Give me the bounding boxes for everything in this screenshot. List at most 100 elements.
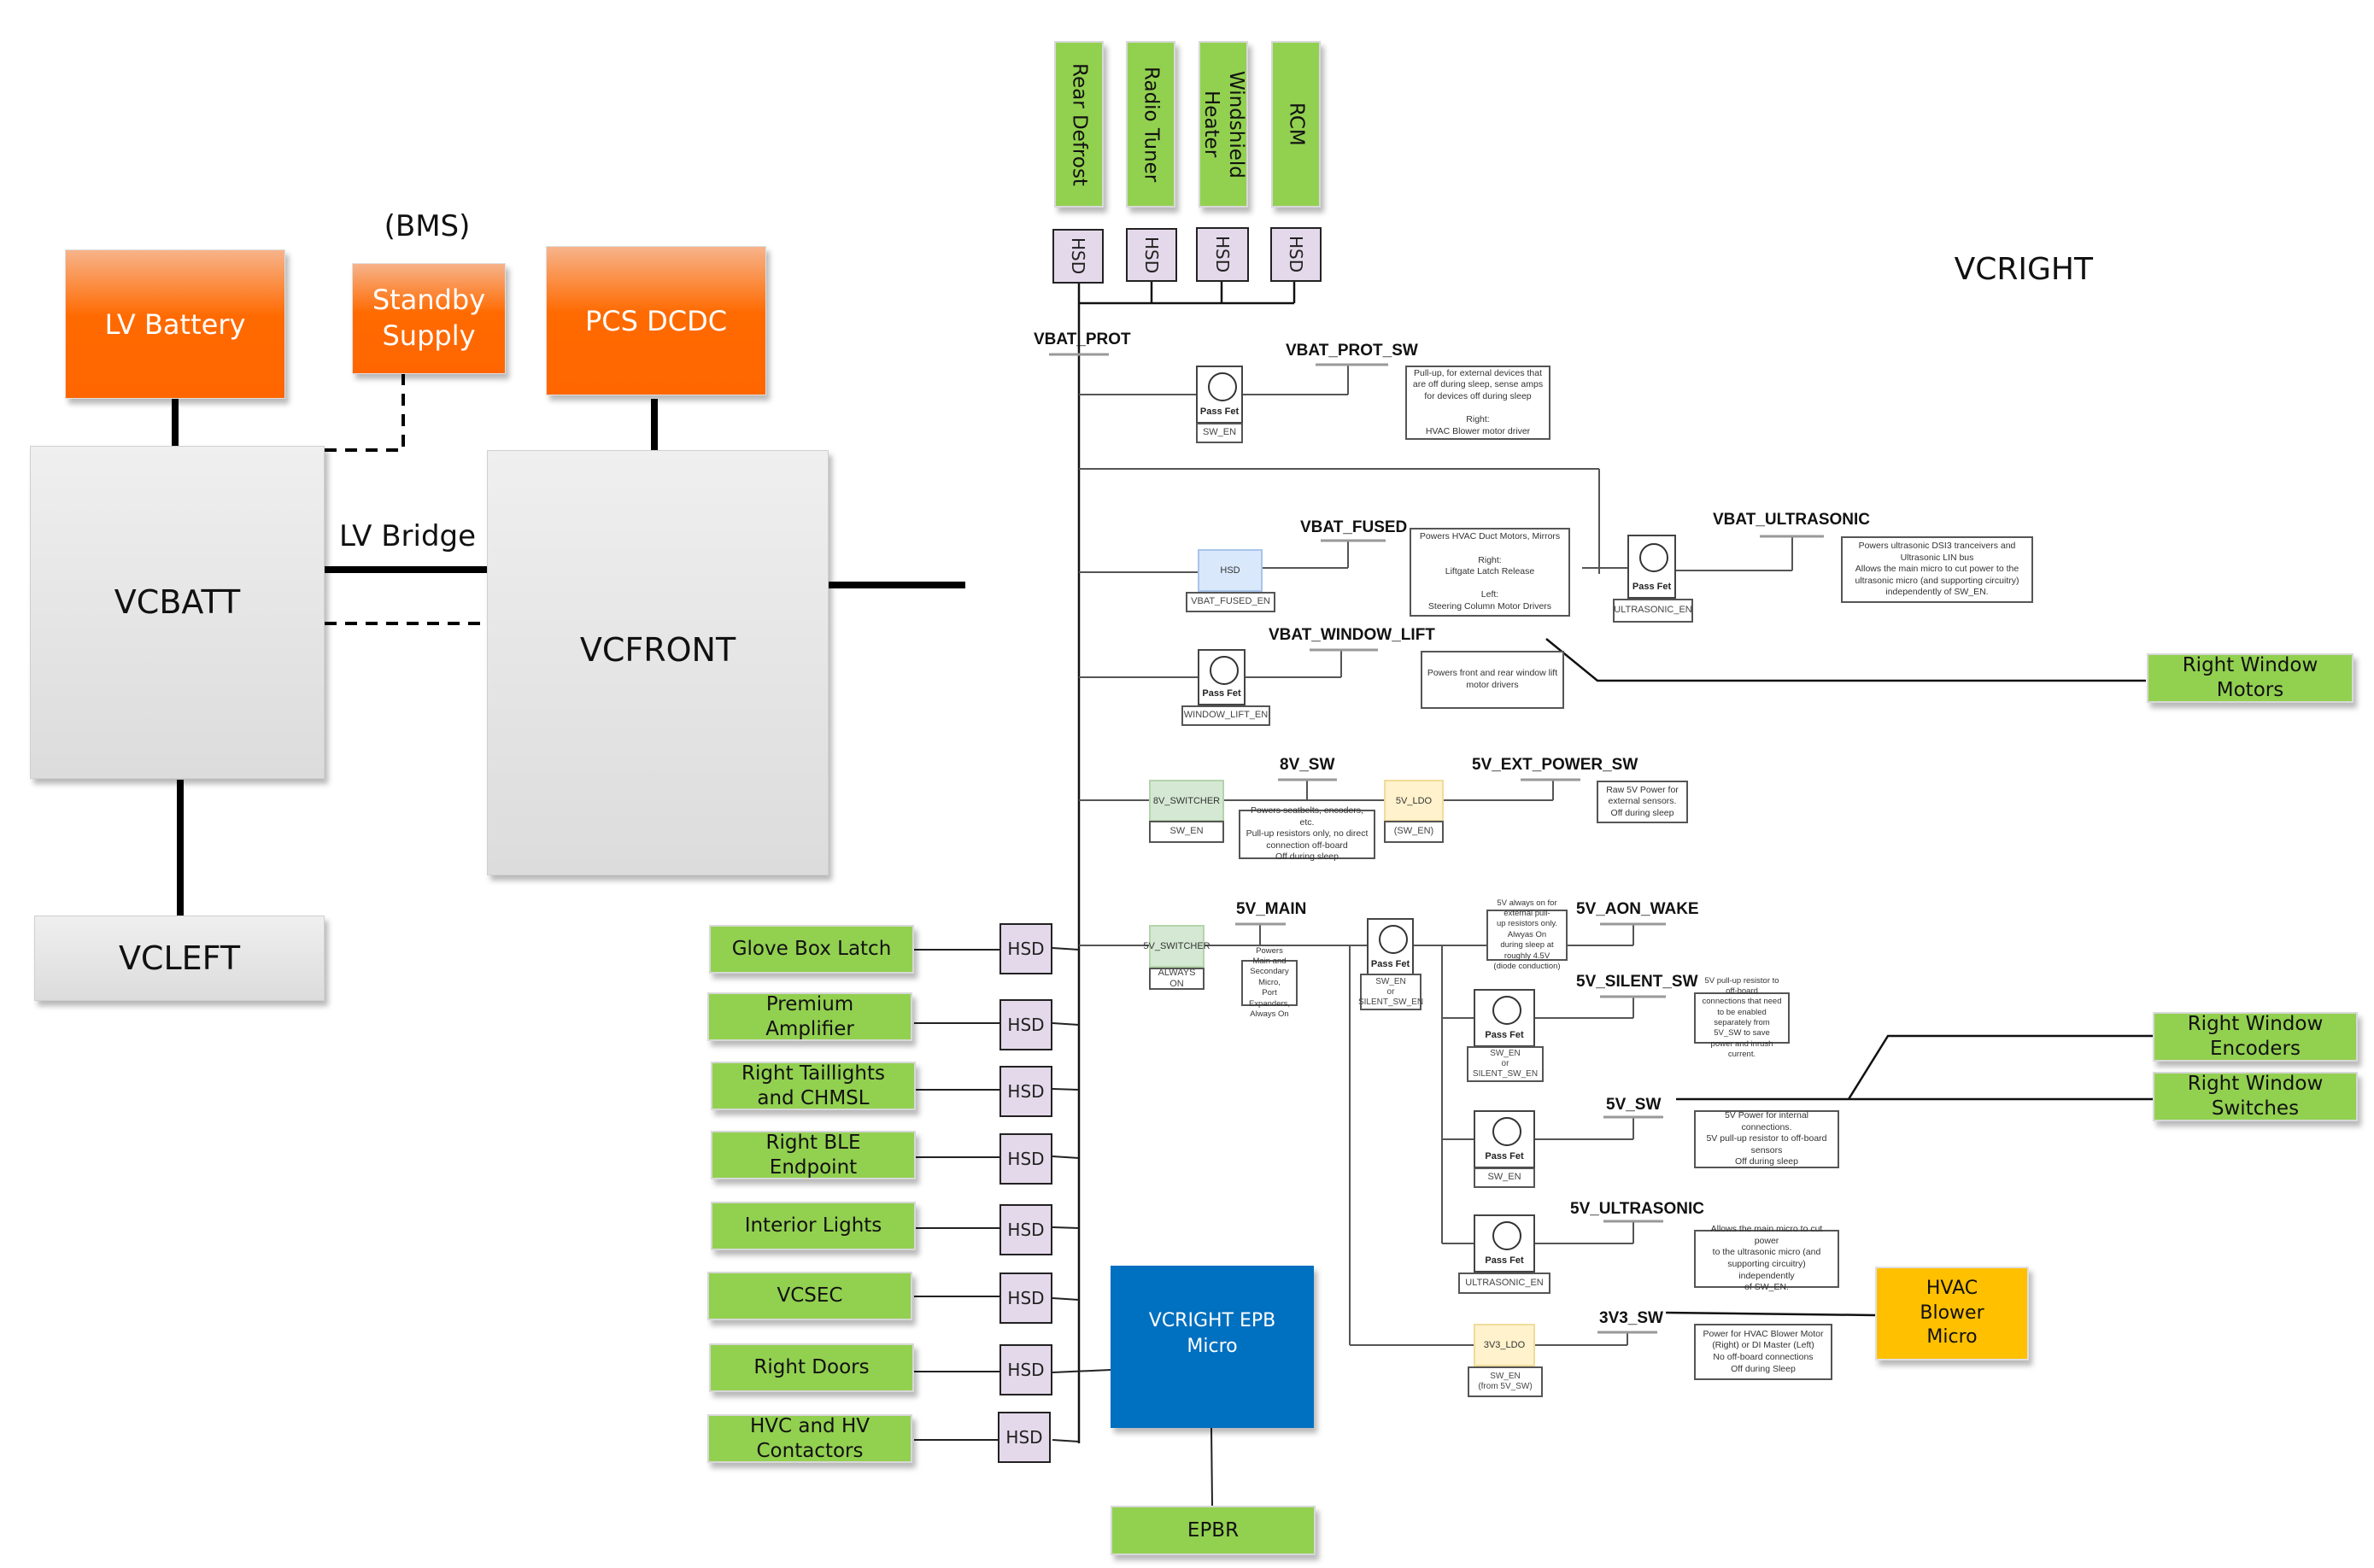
hsd-vcsec[interactable]: HSD bbox=[999, 1273, 1052, 1324]
load-label: HVC and HV Contactors bbox=[749, 1414, 870, 1462]
load-epbr[interactable]: EPBR bbox=[1111, 1506, 1316, 1555]
load-radio-tuner[interactable]: Radio Tuner bbox=[1126, 41, 1175, 208]
mosfet-icon bbox=[1639, 543, 1668, 572]
pass-fet-5v-aon-wake[interactable]: Pass Fet bbox=[1367, 918, 1414, 976]
load-right-taillights[interactable]: Right Taillights and CHMSL bbox=[711, 1062, 916, 1110]
mosfet-icon bbox=[1208, 372, 1237, 401]
hsd-glove-box-latch[interactable]: HSD bbox=[999, 923, 1052, 974]
enable-5v-aon-wake: SW_EN or SILENT_SW_EN bbox=[1358, 974, 1423, 1010]
mosfet-icon bbox=[1492, 1221, 1521, 1250]
rail-5v-ultrasonic: 5V_ULTRASONIC bbox=[1570, 1200, 1704, 1218]
load-label: Premium Amplifier bbox=[765, 992, 854, 1040]
load-right-window-motors[interactable]: Right Window Motors bbox=[2147, 653, 2353, 703]
load-label: EPBR bbox=[1187, 1518, 1240, 1542]
rail-vbat-fused: VBAT_FUSED bbox=[1300, 518, 1408, 536]
hsd-label: HSD bbox=[1007, 939, 1045, 959]
load-right-doors[interactable]: Right Doors bbox=[709, 1343, 914, 1392]
note-5v-silent-sw: 5V pull-up resistor to off-board connect… bbox=[1694, 976, 1790, 1059]
note-vbat-ultrasonic: Powers ultrasonic DSI3 tranceivers and U… bbox=[1841, 536, 2033, 603]
hsd-hvc-contactors[interactable]: HSD bbox=[998, 1412, 1051, 1463]
load-vcsec[interactable]: VCSEC bbox=[707, 1272, 912, 1320]
rail-vbat-ultrasonic: VBAT_ULTRASONIC bbox=[1713, 511, 1871, 529]
note-5v-aon-wake: 5V always on for external pull- up resis… bbox=[1486, 898, 1568, 971]
enable-vbat-ultrasonic: ULTRASONIC_EN bbox=[1613, 599, 1693, 623]
hvac-blower-micro[interactable]: HVAC Blower Micro bbox=[1875, 1267, 2029, 1360]
hsd-radio-tuner[interactable]: HSD bbox=[1126, 228, 1177, 282]
hsd-premium-amplifier[interactable]: HSD bbox=[999, 999, 1052, 1050]
wire-standby-dashed bbox=[325, 373, 405, 452]
switcher-5v[interactable]: 5V_SWITCHER bbox=[1143, 925, 1210, 968]
rail-vbat-prot: VBAT_PROT bbox=[1034, 331, 1131, 348]
lv-battery-label: LV Battery bbox=[104, 307, 246, 341]
hsd-label: HSD bbox=[1286, 236, 1306, 273]
note-8v-sw: Powers seatbelts, encoders, etc. Pull-up… bbox=[1239, 805, 1375, 862]
load-rcm[interactable]: RCM bbox=[1271, 41, 1321, 208]
rail-5v-aon-wake: 5V_AON_WAKE bbox=[1576, 900, 1699, 918]
pass-fet-5v-ultrasonic[interactable]: Pass Fet bbox=[1474, 1214, 1535, 1273]
vcright-epb-micro[interactable]: VCRIGHT EPB Micro bbox=[1111, 1266, 1314, 1428]
load-label: Glove Box Latch bbox=[731, 938, 892, 961]
vcbatt-label: VCBATT bbox=[114, 582, 241, 621]
hsd-right-taillights[interactable]: HSD bbox=[999, 1066, 1052, 1117]
load-windshield-heater[interactable]: Windshield Heater bbox=[1199, 41, 1248, 208]
pcs-dcdc-label: PCS DCDC bbox=[584, 304, 728, 337]
hsd-right-ble-endpoint[interactable]: HSD bbox=[999, 1133, 1052, 1185]
rail-vbat-window-lift: VBAT_WINDOW_LIFT bbox=[1269, 626, 1435, 644]
standby-supply-block[interactable]: Standby Supply bbox=[352, 263, 506, 374]
enable-5v-main: ALWAYS ON bbox=[1149, 968, 1205, 990]
load-label: Right Window Switches bbox=[2187, 1073, 2324, 1120]
hvac-micro-label: HVAC Blower Micro bbox=[1920, 1278, 1984, 1349]
note-5v-main: Powers Main and Secondary Micro, Port Ex… bbox=[1241, 946, 1298, 1019]
enable-vbat-window-lift: WINDOW_LIFT_EN bbox=[1181, 705, 1270, 726]
hsd-interior-lights[interactable]: HSD bbox=[999, 1204, 1052, 1255]
ldo-3v3[interactable]: 3V3_LDO bbox=[1474, 1324, 1535, 1366]
fet-label: Pass Fet bbox=[1485, 1151, 1524, 1161]
load-right-window-encoders[interactable]: Right Window Encoders bbox=[2153, 1012, 2358, 1062]
hsd-right-doors[interactable]: HSD bbox=[999, 1344, 1052, 1395]
switcher-8v[interactable]: 8V_SWITCHER bbox=[1149, 780, 1224, 822]
pass-fet-5v-sw[interactable]: Pass Fet bbox=[1474, 1110, 1535, 1168]
load-label: VCSEC bbox=[777, 1284, 843, 1308]
bms-label: (BMS) bbox=[384, 209, 471, 243]
lv-battery-block[interactable]: LV Battery bbox=[65, 249, 285, 399]
enable-8v-sw: SW_EN bbox=[1149, 821, 1224, 843]
note-5v-ext-power-sw: Raw 5V Power for external sensors. Off d… bbox=[1597, 781, 1688, 823]
mosfet-icon bbox=[1492, 996, 1521, 1025]
rail-vbat-prot-sw: VBAT_PROT_SW bbox=[1286, 342, 1418, 360]
pass-fet-vbat-prot-sw[interactable]: Pass Fet bbox=[1196, 366, 1243, 424]
load-label: Right Doors bbox=[753, 1356, 870, 1379]
vcbatt-block[interactable]: VCBATT bbox=[30, 446, 325, 779]
load-right-ble-endpoint[interactable]: Right BLE Endpoint bbox=[711, 1131, 916, 1179]
load-rear-defrost[interactable]: Rear Defrost bbox=[1054, 41, 1104, 208]
enable-5v-ultrasonic: ULTRASONIC_EN bbox=[1458, 1273, 1550, 1294]
load-label: Right Window Encoders bbox=[2187, 1013, 2324, 1060]
hsd-label: HSD bbox=[1007, 1081, 1045, 1102]
hsd-rcm[interactable]: HSD bbox=[1270, 227, 1322, 282]
load-interior-lights[interactable]: Interior Lights bbox=[711, 1202, 916, 1250]
pass-fet-vbat-window-lift[interactable]: Pass Fet bbox=[1198, 649, 1246, 705]
note-vbat-window-lift: Powers front and rear window lift motor … bbox=[1421, 651, 1564, 709]
load-glove-box-latch[interactable]: Glove Box Latch bbox=[709, 925, 914, 974]
ldo-5v[interactable]: 5V_LDO bbox=[1384, 780, 1444, 822]
load-right-window-switches[interactable]: Right Window Switches bbox=[2153, 1072, 2358, 1121]
enable-5v-sw: SW_EN bbox=[1474, 1167, 1535, 1188]
load-label: Radio Tuner bbox=[1140, 66, 1163, 183]
fet-label: Pass Fet bbox=[1370, 959, 1410, 969]
hsd-label: HSD bbox=[1007, 1220, 1045, 1240]
pcs-dcdc-block[interactable]: PCS DCDC bbox=[546, 246, 766, 395]
rail-5v-main: 5V_MAIN bbox=[1236, 900, 1307, 918]
load-premium-amplifier[interactable]: Premium Amplifier bbox=[707, 992, 912, 1041]
fet-label: Pass Fet bbox=[1485, 1030, 1524, 1040]
load-hvc-contactors[interactable]: HVC and HV Contactors bbox=[707, 1414, 912, 1463]
vcleft-block[interactable]: VCLEFT bbox=[34, 916, 325, 1001]
load-label: Right BLE Endpoint bbox=[765, 1131, 861, 1179]
pass-fet-vbat-ultrasonic[interactable]: Pass Fet bbox=[1627, 535, 1676, 599]
hsd-vbat-fused[interactable]: HSD bbox=[1198, 549, 1263, 592]
hsd-rear-defrost[interactable]: HSD bbox=[1052, 229, 1104, 284]
pass-fet-5v-silent-sw[interactable]: Pass Fet bbox=[1474, 989, 1535, 1047]
hsd-windshield-heater[interactable]: HSD bbox=[1196, 227, 1249, 282]
rail-5v-sw: 5V_SW bbox=[1606, 1096, 1662, 1114]
mosfet-icon bbox=[1492, 1117, 1521, 1146]
vcfront-block[interactable]: VCFRONT bbox=[487, 450, 829, 875]
note-5v-sw: 5V Power for internal connections. 5V pu… bbox=[1694, 1110, 1839, 1168]
